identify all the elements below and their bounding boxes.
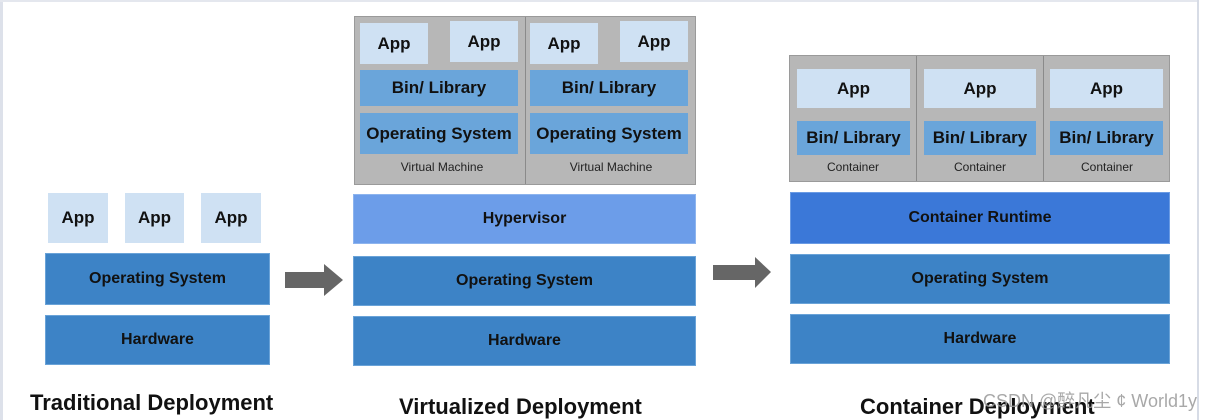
- virtual-machine-label: Virtual Machine: [400, 160, 484, 174]
- operating-system-layer: Operating System: [790, 254, 1170, 304]
- watermark: CSDN @醉凡尘 ¢ World1y: [983, 391, 1197, 411]
- hypervisor-layer: Hypervisor: [353, 194, 696, 244]
- virtual-machine-label: Virtual Machine: [569, 160, 653, 174]
- app-box: App: [201, 193, 261, 243]
- vm-divider: [525, 17, 526, 184]
- hardware-layer: Hardware: [790, 314, 1170, 364]
- container-deployment-title: Container Deployment: [860, 394, 1095, 419]
- bin-library-layer: Bin/ Library: [924, 121, 1036, 155]
- app-box: App: [125, 193, 184, 243]
- right-arrow-icon: [285, 264, 343, 296]
- app-box: App: [360, 23, 428, 64]
- bin-library-layer: Bin/ Library: [360, 70, 518, 106]
- bin-library-layer: Bin/ Library: [1050, 121, 1163, 155]
- container-divider: [1043, 56, 1044, 181]
- traditional-deployment-title: Traditional Deployment: [30, 390, 274, 415]
- app-box: App: [797, 69, 910, 108]
- hardware-layer: Hardware: [45, 315, 270, 365]
- frame-left-border: [0, 0, 3, 420]
- right-arrow-icon: [713, 257, 771, 288]
- container-label: Container: [953, 160, 1007, 174]
- container-label: Container: [1080, 160, 1134, 174]
- bin-library-layer: Bin/ Library: [797, 121, 910, 155]
- app-box: App: [924, 69, 1036, 108]
- operating-system-layer: Operating System: [353, 256, 696, 306]
- operating-system-layer: Operating System: [45, 253, 270, 305]
- virtualized-deployment-title: Virtualized Deployment: [399, 394, 642, 419]
- guest-os-layer: Operating System: [530, 113, 688, 154]
- guest-os-layer: Operating System: [360, 113, 518, 154]
- app-box: App: [1050, 69, 1163, 108]
- app-box: App: [48, 193, 108, 243]
- bin-library-layer: Bin/ Library: [530, 70, 688, 106]
- container-divider: [916, 56, 917, 181]
- container-runtime-layer: Container Runtime: [790, 192, 1170, 244]
- frame-top-border: [0, 0, 1198, 2]
- app-box: App: [530, 23, 598, 64]
- app-box: App: [450, 21, 518, 62]
- app-box: App: [620, 21, 688, 62]
- frame-right-border: [1197, 0, 1199, 420]
- container-label: Container: [826, 160, 880, 174]
- hardware-layer: Hardware: [353, 316, 696, 366]
